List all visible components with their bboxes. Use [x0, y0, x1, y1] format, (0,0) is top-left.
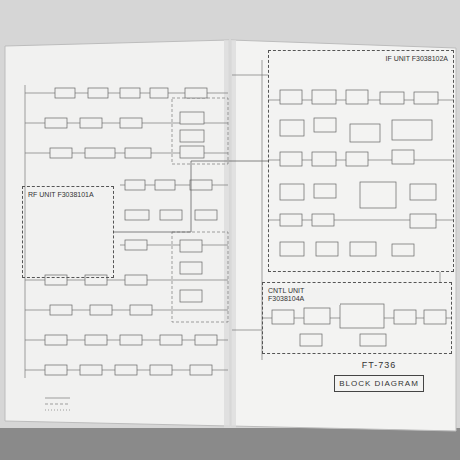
title-box: FT-736BLOCK DIAGRAM — [325, 360, 433, 400]
drawing-stroke — [120, 118, 142, 128]
drawing-stroke — [85, 275, 107, 285]
diagram-title: BLOCK DIAGRAM — [334, 375, 424, 392]
drawing-stroke — [88, 88, 108, 98]
drawing-stroke — [180, 240, 202, 252]
drawing-stroke — [300, 334, 322, 346]
unit-label: IF UNIT F3038102A — [383, 54, 450, 64]
drawing-stroke — [50, 305, 72, 315]
drawing-stroke — [45, 275, 67, 285]
drawing-stroke — [180, 112, 204, 124]
drawing-stroke — [424, 310, 446, 324]
drawing-stroke — [392, 244, 414, 256]
drawing-stroke — [414, 92, 438, 104]
region-box: IF UNIT F3038102A — [268, 50, 454, 272]
drawing-stroke — [195, 335, 217, 345]
drawing-stroke — [314, 118, 336, 132]
drawing-stroke — [195, 210, 217, 220]
drawing-stroke — [150, 88, 168, 98]
drawing-stroke — [5, 40, 230, 426]
drawing-stroke — [231, 40, 456, 431]
drawing-stroke — [312, 90, 336, 104]
region-box: CNTL UNIT F3038104A — [262, 282, 452, 354]
drawing-stroke — [350, 242, 376, 256]
drawing-stroke — [25, 85, 26, 378]
drawing-stroke — [410, 184, 436, 200]
drawing-stroke — [280, 90, 302, 104]
drawing-stroke — [394, 310, 416, 324]
drawing-stroke — [125, 210, 149, 220]
left-page-wiring — [25, 85, 228, 410]
drawing-stroke — [190, 365, 212, 375]
drawing-stroke — [280, 242, 304, 256]
drawing-stroke — [80, 365, 102, 375]
model-number: FT-736 — [325, 360, 433, 370]
drawing-stroke — [340, 304, 384, 328]
drawing-stroke — [280, 184, 304, 200]
drawing-stroke — [45, 398, 70, 399]
drawing-stroke — [120, 335, 142, 345]
drawing-stroke — [125, 180, 145, 190]
drawing-stroke — [90, 305, 112, 315]
drawing-stroke — [160, 210, 182, 220]
drawing-stroke — [85, 148, 115, 158]
drawing-stroke — [185, 88, 207, 98]
drawing-stroke — [45, 410, 70, 411]
drawing-stroke — [232, 330, 262, 331]
drawing-stroke — [392, 150, 414, 164]
drawing-stroke — [45, 365, 67, 375]
drawing-stroke — [350, 124, 380, 142]
drawing-stroke — [180, 130, 204, 142]
drawing-stroke — [120, 88, 140, 98]
drawing-stroke — [280, 214, 302, 226]
drawing-stroke — [45, 335, 67, 345]
drawing-stroke — [125, 240, 147, 250]
drawing-stroke — [155, 180, 175, 190]
drawing-stroke — [125, 148, 151, 158]
drawing-stroke — [150, 365, 172, 375]
drawing-stroke — [55, 88, 75, 98]
drawing-stroke — [0, 428, 460, 460]
drawing-stroke — [316, 242, 338, 256]
drawing-stroke — [360, 334, 386, 346]
drawing-stroke — [125, 275, 147, 285]
right-page-blocks — [272, 90, 446, 346]
drawing-stroke — [80, 118, 102, 128]
drawing-stroke — [160, 335, 182, 345]
drawing-stroke — [130, 305, 152, 315]
drawing-stroke — [45, 404, 70, 405]
drawing-stroke — [115, 365, 137, 375]
drawing-stroke — [312, 152, 336, 166]
drawing-stroke — [346, 152, 368, 166]
drawing-stroke — [380, 92, 404, 104]
drawing-stroke — [410, 214, 436, 228]
drawing-stroke — [272, 310, 294, 324]
drawing-stroke — [172, 232, 228, 322]
drawing-stroke — [180, 146, 204, 158]
drawing-stroke — [360, 182, 396, 208]
unit-label: CNTL UNIT F3038104A — [266, 286, 340, 305]
drawing-stroke — [312, 214, 334, 226]
drawing-stroke — [346, 90, 368, 104]
drawing-stroke — [45, 118, 67, 128]
drawing-stroke — [172, 98, 228, 164]
unit-label: RF UNIT F3038101A — [26, 190, 96, 200]
drawing-stroke — [180, 262, 202, 274]
region-box: RF UNIT F3038101A — [22, 186, 114, 278]
drawing-stroke — [314, 184, 336, 198]
drawing-stroke — [440, 272, 441, 282]
drawing-stroke — [232, 75, 268, 76]
drawing-stroke — [280, 120, 304, 136]
signal-line — [114, 161, 268, 232]
right-page-wiring — [232, 60, 454, 360]
drawing-stroke — [304, 308, 330, 324]
drawing-stroke — [85, 335, 107, 345]
drawing-stroke — [190, 180, 212, 190]
drawing-stroke — [280, 152, 302, 166]
drawing-stroke — [50, 148, 72, 158]
drawing-stroke — [392, 120, 432, 140]
drawing-stroke — [180, 290, 202, 302]
